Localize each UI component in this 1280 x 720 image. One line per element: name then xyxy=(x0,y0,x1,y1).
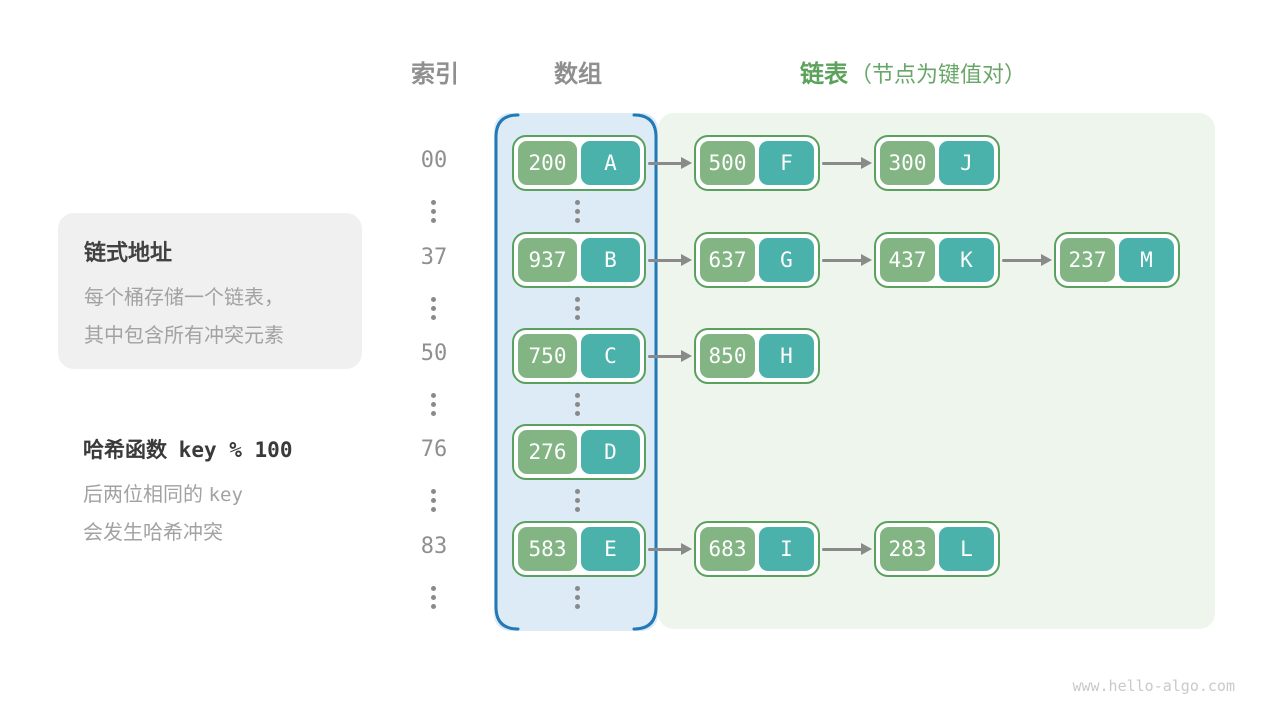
next-pointer-arrow-icon xyxy=(822,161,862,165)
node-key: 683 xyxy=(700,527,755,571)
node-key: 283 xyxy=(880,527,935,571)
hash-function-title: 哈希函数 key % 100 xyxy=(83,434,292,464)
hash-function-note: 哈希函数 key % 100 后两位相同的 key 会发生哈希冲突 xyxy=(83,434,292,552)
array-region-bracket-border xyxy=(494,113,658,631)
node-key: 200 xyxy=(518,141,577,185)
array-ellipsis-dots xyxy=(575,586,580,609)
next-pointer-arrow-icon xyxy=(1002,258,1042,262)
watermark: www.hello-algo.com xyxy=(1072,677,1235,695)
node-value: L xyxy=(939,527,994,571)
next-pointer-arrow-icon xyxy=(822,258,862,262)
node-value: D xyxy=(581,430,640,474)
array-ellipsis-dots xyxy=(575,489,580,512)
index-ellipsis-dots xyxy=(431,200,436,223)
list-column-header: 链表（节点为键值对） xyxy=(800,54,1026,89)
node-key: 300 xyxy=(880,141,935,185)
node-key: 237 xyxy=(1060,238,1115,282)
node-value: E xyxy=(581,527,640,571)
next-pointer-arrow-icon xyxy=(648,547,682,551)
next-pointer-arrow-icon xyxy=(648,258,682,262)
node-key: 750 xyxy=(518,334,577,378)
node-value: A xyxy=(581,141,640,185)
node-value: K xyxy=(939,238,994,282)
index-label: 83 xyxy=(420,534,448,559)
index-ellipsis-dots xyxy=(431,586,436,609)
node-key: 850 xyxy=(700,334,755,378)
node-key: 937 xyxy=(518,238,577,282)
hash-title-code: key % 100 xyxy=(178,438,293,462)
hash-title-text: 哈希函数 xyxy=(83,439,167,462)
node-value: M xyxy=(1119,238,1174,282)
node-value: B xyxy=(581,238,640,282)
next-pointer-arrow-icon xyxy=(648,354,682,358)
array-ellipsis-dots xyxy=(575,393,580,416)
index-label: 37 xyxy=(420,245,448,270)
index-ellipsis-dots xyxy=(431,297,436,320)
array-column-header: 数组 xyxy=(554,61,602,88)
node-value: F xyxy=(759,141,814,185)
hash-note-line-1: 后两位相同的 key xyxy=(83,476,292,514)
list-header-note: （节点为键值对） xyxy=(850,62,1027,87)
node-value: G xyxy=(759,238,814,282)
node-key: 276 xyxy=(518,430,577,474)
panel-line-1: 每个桶存储一个链表， xyxy=(84,287,284,309)
list-header-label: 链表 xyxy=(800,61,848,88)
node-key: 583 xyxy=(518,527,577,571)
node-value: C xyxy=(581,334,640,378)
node-key: 500 xyxy=(700,141,755,185)
node-key: 637 xyxy=(700,238,755,282)
index-label: 00 xyxy=(420,148,448,173)
node-key: 437 xyxy=(880,238,935,282)
next-pointer-arrow-icon xyxy=(648,161,682,165)
index-column-header: 索引 xyxy=(411,61,459,88)
array-ellipsis-dots xyxy=(575,297,580,320)
panel-line-2: 其中包含所有冲突元素 xyxy=(84,325,284,347)
node-value: J xyxy=(939,141,994,185)
next-pointer-arrow-icon xyxy=(822,547,862,551)
hash-note-line-2: 会发生哈希冲突 xyxy=(83,522,223,544)
node-value: I xyxy=(759,527,814,571)
index-label: 50 xyxy=(420,341,448,366)
chaining-info-panel: 链式地址 每个桶存储一个链表， 其中包含所有冲突元素 xyxy=(58,213,362,369)
index-ellipsis-dots xyxy=(431,393,436,416)
index-ellipsis-dots xyxy=(431,489,436,512)
node-value: H xyxy=(759,334,814,378)
hash-line1-code: key xyxy=(208,484,243,506)
array-ellipsis-dots xyxy=(575,200,580,223)
index-label: 76 xyxy=(420,437,448,462)
panel-title: 链式地址 xyxy=(84,240,173,265)
hash-line1-text: 后两位相同的 xyxy=(83,484,203,506)
